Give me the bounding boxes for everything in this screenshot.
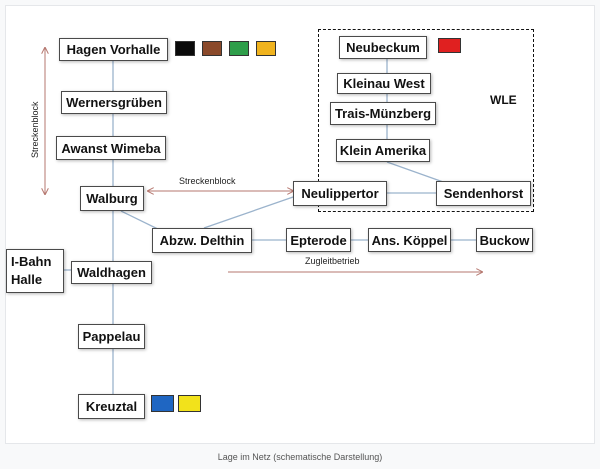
color-swatch-yellow [256,41,276,56]
streckenblock-horizontal-label: Streckenblock [179,176,236,186]
station-waldhagen: Waldhagen [71,261,152,284]
zugleitbetrieb-label: Zugleitbetrieb [305,256,360,266]
station-epterode: Epterode [286,228,351,252]
station-kleinau-west: Kleinau West [337,73,431,94]
color-swatch-blue [151,395,174,412]
line-delthin-neulippertor [203,195,297,229]
station-trais-muenzberg: Trais-Münzberg [330,102,436,125]
station-i-bahn-halle-line1: I-Bahn [11,254,52,269]
color-swatch-green [229,41,249,56]
station-pappelau: Pappelau [78,324,145,349]
network-diagram: WLE Hagen Vorhalle Wernersgrüben Awanst … [5,5,595,444]
station-hagen-vorhalle: Hagen Vorhalle [59,38,168,61]
wle-label: WLE [490,93,517,107]
wle-boundary-box [318,29,534,212]
connection-lines [6,6,594,394]
station-i-bahn-halle-line2: Halle [11,272,43,287]
station-sendenhorst: Sendenhorst [436,181,531,206]
color-swatch-red [438,38,461,53]
station-abzw-delthin: Abzw. Delthin [152,228,252,253]
station-klein-amerika: Klein Amerika [336,139,430,162]
station-ans-koeppel: Ans. Köppel [368,228,451,252]
station-walburg: Walburg [80,186,144,211]
color-swatch-brown [202,41,222,56]
streckenblock-vertical-label: Streckenblock [30,101,40,158]
color-swatch-black [175,41,195,56]
station-kreuztal: Kreuztal [78,394,145,419]
station-neubeckum: Neubeckum [339,36,427,59]
station-i-bahn-halle: I-Bahn Halle [6,249,64,293]
color-swatch-yellow-kreuztal [178,395,201,412]
figure-caption: Lage im Netz (schematische Darstellung) [217,452,383,462]
station-wernersgrueben: Wernersgrüben [61,91,167,114]
station-neulippertor: Neulippertor [293,181,387,206]
line-klein-amerika-sendenhorst [386,161,447,184]
station-buckow: Buckow [476,228,533,252]
station-awanst-wimeba: Awanst Wimeba [56,136,166,160]
